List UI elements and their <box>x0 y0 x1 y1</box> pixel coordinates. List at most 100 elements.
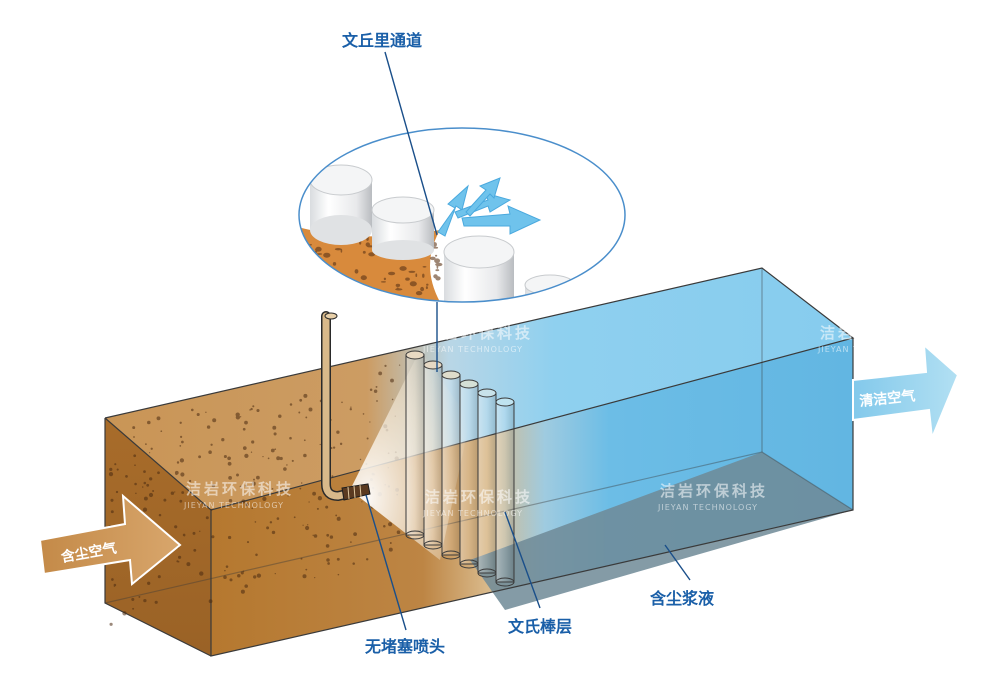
dust-speck <box>179 421 182 424</box>
callout-dust-speck <box>389 294 392 299</box>
dust-speck <box>223 454 227 459</box>
dust-speck <box>110 498 114 502</box>
dust-speck <box>133 436 135 438</box>
callout-dust-speck <box>368 252 376 257</box>
dust-speck <box>303 453 307 458</box>
dust-speck <box>396 530 401 534</box>
callout-border <box>298 127 626 303</box>
callout-dust-speck <box>308 250 312 254</box>
callout-dust-speck <box>388 271 396 276</box>
dust-speck <box>383 525 386 528</box>
dust-speck <box>276 456 281 461</box>
dust-speck <box>223 575 227 580</box>
venturi-channel-label: 文丘里通道 <box>342 31 422 50</box>
callout-dust-speck <box>362 250 366 254</box>
rod-layer-leader <box>504 511 541 609</box>
dust-speck <box>109 622 113 626</box>
dust-speck <box>389 542 392 544</box>
dust-speck <box>109 467 113 471</box>
dust-speck <box>326 533 330 537</box>
dust-speck <box>274 572 276 575</box>
callout-dust-speck <box>434 254 438 257</box>
dust-speck <box>384 364 387 368</box>
callout-dust-speck <box>301 287 305 292</box>
callout-cylinder <box>309 164 373 245</box>
dust-speck <box>177 555 182 559</box>
callout-dust-speck <box>309 285 314 290</box>
callout-dust-speck <box>433 246 439 249</box>
dust-speck <box>262 496 267 502</box>
dust-speck <box>279 456 283 461</box>
callout-dust-speck <box>436 264 439 269</box>
dust-speck <box>336 430 340 434</box>
dust-speck <box>251 507 253 510</box>
dust-speck <box>174 525 178 529</box>
dust-speck <box>240 571 244 575</box>
dust-speck <box>183 534 186 537</box>
rod-layer-label: 文氏棒层 <box>508 617 572 636</box>
nozzle-pipe <box>321 311 371 502</box>
callout-dust-speck <box>325 293 331 299</box>
dust-speck <box>160 430 163 433</box>
dust-speck <box>143 481 147 485</box>
dust-speck <box>305 525 310 531</box>
nozzle-head <box>341 483 371 501</box>
dust-speck <box>329 535 334 539</box>
dust-speck <box>398 364 401 366</box>
clean-air-outlet-arrow: 清洁空气 <box>852 342 960 439</box>
dust-speck <box>271 488 274 490</box>
watermark-subtext: JIEYAN TECHNOLOGY <box>657 503 758 512</box>
dust-speck <box>326 558 330 562</box>
dust-speck <box>249 409 251 411</box>
dust-speck <box>299 398 303 402</box>
watermark-text: 洁岩环保科技 <box>820 324 928 342</box>
callout-dust-speck <box>422 273 425 278</box>
duct-outline <box>104 267 855 657</box>
dust-speck <box>378 371 383 376</box>
dust-speck <box>241 499 246 504</box>
venturi-channel-leader <box>384 51 438 236</box>
dust-speck <box>276 517 280 520</box>
slurry-label: 含尘浆液 <box>650 589 715 608</box>
dust-speck <box>208 450 212 454</box>
dust-speck <box>319 443 321 446</box>
dust-speck <box>337 573 340 576</box>
dust-speck <box>143 470 146 473</box>
dust-speck <box>278 414 282 418</box>
venturi-rod <box>495 397 515 587</box>
dust-speck <box>111 578 114 581</box>
dust-speck <box>300 557 303 560</box>
dust-speck <box>313 534 318 538</box>
callout-dust-speck <box>410 281 413 286</box>
dust-speck <box>250 451 253 453</box>
callout-dust-speck <box>323 289 329 293</box>
dust-speck <box>362 413 365 415</box>
slurry-pool <box>470 452 853 610</box>
dust-speck <box>327 562 330 565</box>
dust-speck <box>149 452 151 454</box>
callout-dust-speck <box>374 293 381 299</box>
dust-speck <box>152 490 155 492</box>
dust-speck <box>134 482 137 486</box>
dust-speck <box>228 476 232 480</box>
dust-speck <box>149 477 153 481</box>
dust-speck <box>206 425 211 429</box>
dust-speck <box>293 516 296 519</box>
dust-speck <box>108 471 114 477</box>
dust-speck <box>176 461 180 464</box>
dust-speck <box>125 475 128 478</box>
callout-dust-speck <box>383 277 387 281</box>
dust-speck <box>339 442 343 446</box>
dust-speck <box>325 544 330 548</box>
watermark-subtext: JIEYAN TECHNOLOGY <box>183 501 284 510</box>
duct-front-face <box>211 338 853 656</box>
watermark-text: 洁岩环保科技 <box>425 324 533 342</box>
dust-speck <box>227 456 231 461</box>
dust-speck <box>147 581 151 585</box>
dust-speck <box>274 448 277 451</box>
dust-speck <box>146 483 150 487</box>
dust-speck <box>253 575 257 579</box>
dust-speck <box>373 389 378 393</box>
callout-dust-speck <box>334 248 342 251</box>
dust-speck <box>287 495 289 497</box>
